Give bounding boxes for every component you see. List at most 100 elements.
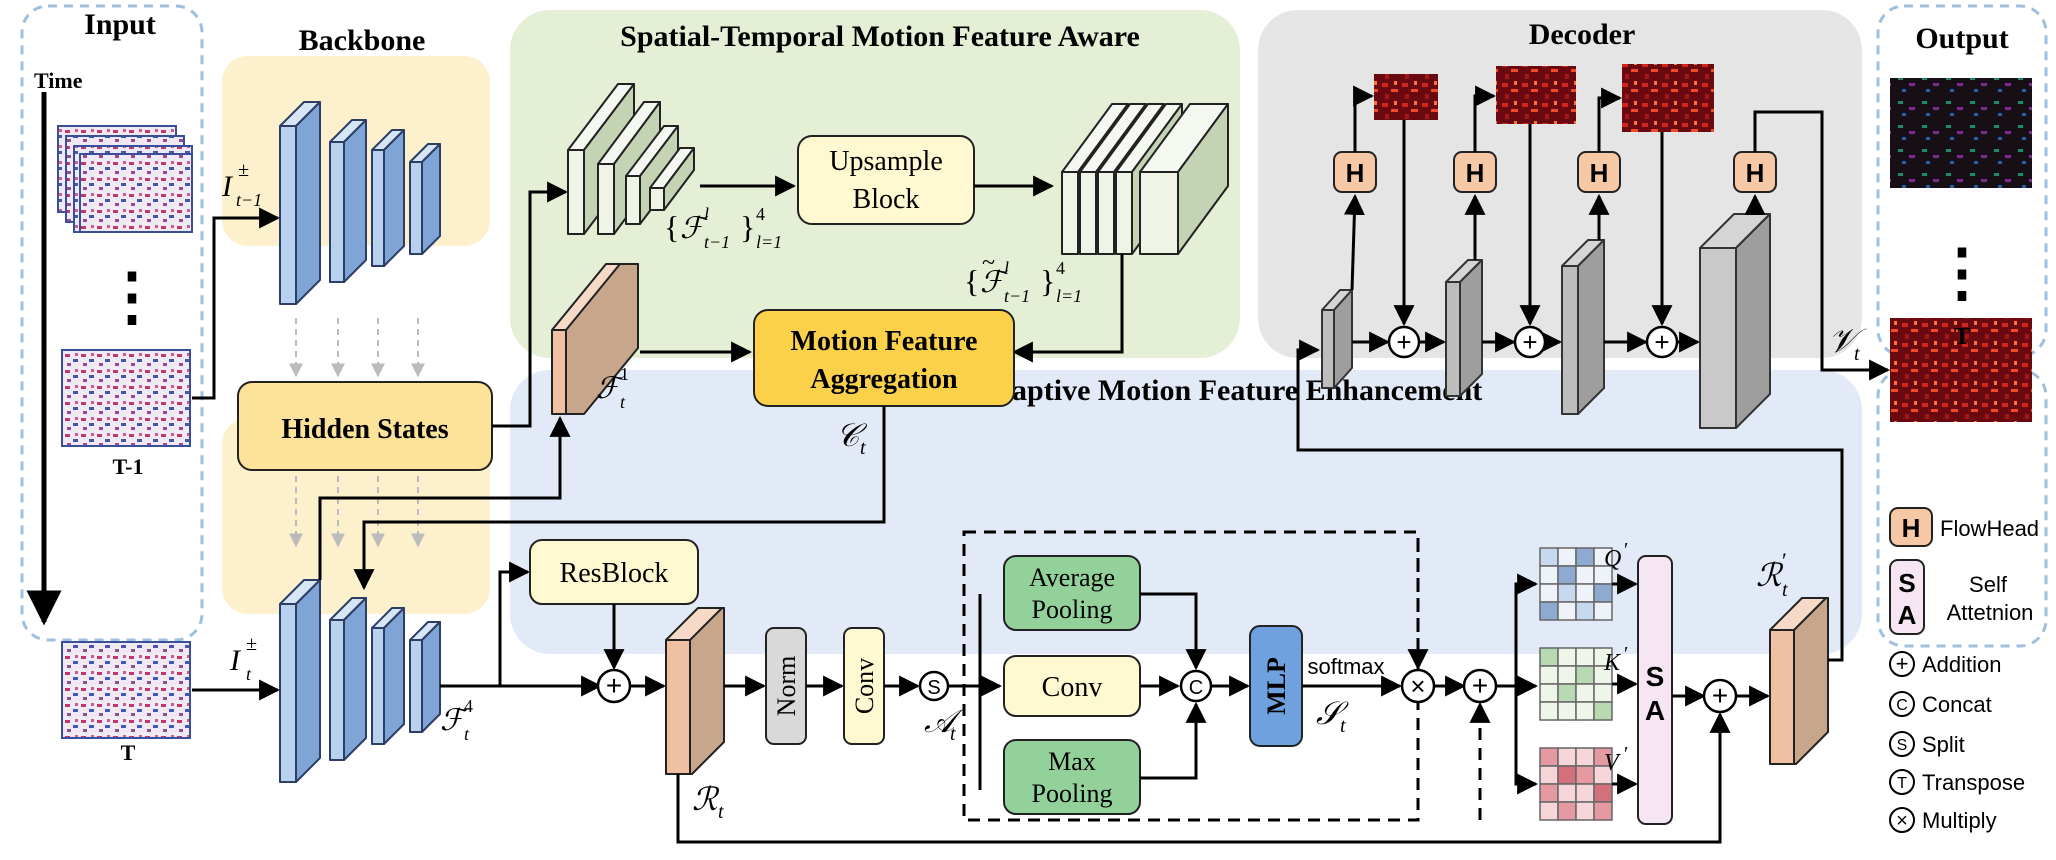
pooling-to-concat — [1140, 592, 1207, 780]
svg-text:′: ′ — [1624, 643, 1628, 665]
svg-text:~: ~ — [982, 250, 995, 276]
hidden-state-links-top — [289, 318, 425, 378]
svg-text:′: ′ — [1624, 743, 1628, 765]
svg-text:Multiply: Multiply — [1922, 808, 1997, 833]
svg-text:±: ± — [246, 633, 257, 655]
split-node: S — [918, 670, 950, 702]
svg-text:{: { — [664, 209, 679, 245]
svg-text:Self: Self — [1969, 572, 2008, 597]
self-attention-box — [1637, 555, 1673, 825]
decoder-flow-3 — [1622, 64, 1714, 132]
svg-text:t: t — [718, 801, 724, 823]
svg-text:K: K — [1603, 650, 1622, 676]
svg-text:{: { — [964, 263, 979, 299]
arrow-backbone-to-F1 — [318, 415, 571, 580]
label-F1: ℱ 1 t — [596, 364, 629, 412]
feature-block-R — [665, 607, 725, 775]
k-grid — [1539, 647, 1613, 721]
svg-text:H: H — [1902, 513, 1921, 543]
label-R: ℛ t — [692, 781, 724, 823]
label-V: 𝒱 t — [1828, 323, 1867, 365]
hidden-state-links-bottom — [289, 476, 425, 548]
svg-text:t: t — [860, 437, 866, 459]
svg-text:Attetnion: Attetnion — [1947, 600, 2034, 625]
flow-head-1: H — [1333, 151, 1377, 193]
feature-block-F1 — [551, 263, 639, 415]
frame-t-minus-1-label: T-1 — [113, 454, 144, 479]
frame-stack-previous — [57, 125, 193, 233]
svg-text:H: H — [1346, 158, 1365, 188]
q-grid — [1539, 547, 1613, 621]
svg-text:′: ′ — [1624, 539, 1628, 561]
qkv-to-sa — [1612, 573, 1639, 795]
svg-text:t: t — [464, 724, 470, 744]
decoder-add-2: + — [1513, 325, 1547, 359]
svg-text:C: C — [1896, 697, 1908, 714]
svg-text:4: 4 — [756, 204, 765, 224]
svg-text:l: l — [704, 204, 709, 224]
svg-text:+: + — [1896, 651, 1909, 676]
svg-text:t−1: t−1 — [1004, 286, 1030, 306]
svg-text:S: S — [1898, 568, 1915, 598]
input-panel — [20, 4, 204, 642]
mlp-label: MLP — [1262, 657, 1291, 715]
input-dots: ⋮ — [100, 261, 164, 332]
svg-text:}: } — [740, 209, 755, 245]
frame-t — [61, 641, 191, 739]
label-Vv: V ′ — [1604, 743, 1628, 776]
legend-concat: C Concat — [1889, 691, 1992, 717]
svg-text:ℛ: ℛ — [692, 781, 720, 817]
stmfa-title: Spatial-Temporal Motion Feature Aware — [620, 20, 1140, 53]
output-dots: ⋮ — [1930, 237, 1994, 308]
svg-text:′: ′ — [1782, 548, 1787, 573]
label-K: K ′ — [1603, 643, 1628, 676]
multiply-node: × — [1400, 668, 1436, 704]
mfa-label-1: Motion Feature — [791, 326, 978, 357]
svg-text:t: t — [950, 723, 956, 745]
backbone-title: Backbone — [299, 24, 426, 57]
decoder-connections — [1343, 85, 1891, 381]
arrow-backbone-to-resblock — [498, 561, 531, 686]
svg-text:t−1: t−1 — [704, 232, 730, 252]
svg-text:𝒜: 𝒜 — [924, 703, 963, 739]
output-title: Output — [1915, 22, 2008, 55]
output-flow-top — [1890, 78, 2032, 188]
arrow-hidden-to-pyramid — [492, 181, 569, 428]
upsample-block — [797, 135, 975, 225]
svg-text:+: + — [1712, 680, 1728, 711]
flow-head-4: H — [1733, 151, 1777, 193]
svg-text:S: S — [927, 677, 940, 699]
label-F4: ℱ 4 t — [440, 696, 473, 744]
legend-flowhead: H FlowHead — [1889, 507, 2039, 547]
amfe-title: Adaptive Motion Feature Enhancement — [974, 374, 1483, 407]
decoder-block-3 — [1561, 239, 1605, 415]
label-I-cur: I ± t — [229, 633, 257, 684]
frame-t-minus-1 — [61, 349, 191, 447]
output-flow-t — [1890, 318, 2032, 422]
mfa-label-2: Aggregation — [810, 364, 958, 395]
max-pooling-label-1: Max — [1048, 747, 1096, 776]
concat-node: C — [1179, 669, 1213, 703]
svg-text:C: C — [1189, 677, 1203, 699]
sa-label-a: A — [1645, 695, 1665, 726]
upsample-label-1: Upsample — [829, 146, 943, 177]
svg-text:t: t — [1854, 343, 1860, 365]
svg-text:Concat: Concat — [1922, 692, 1992, 717]
svg-text:×: × — [1896, 810, 1908, 832]
svg-text:𝒱: 𝒱 — [1828, 323, 1867, 360]
label-R-prime: ℛ ′ t — [1756, 548, 1788, 601]
attention-region — [962, 530, 1420, 822]
sa-label-s: S — [1646, 661, 1665, 692]
legend-panel — [1876, 368, 2048, 648]
svg-text:I: I — [229, 644, 242, 677]
feature-pyramid-prev — [567, 83, 695, 235]
norm-label: Norm — [772, 656, 801, 717]
svg-text:Transpose: Transpose — [1922, 770, 2025, 795]
feature-block-R-prime — [1769, 597, 1829, 765]
output-frame-label: T — [1954, 324, 1970, 350]
svg-text:±: ± — [238, 159, 249, 181]
svg-text:T: T — [1897, 775, 1907, 792]
backbone-blocks-top — [279, 101, 441, 305]
conv-vertical-label: Conv — [850, 658, 879, 714]
decoder-flow-1 — [1374, 74, 1438, 120]
